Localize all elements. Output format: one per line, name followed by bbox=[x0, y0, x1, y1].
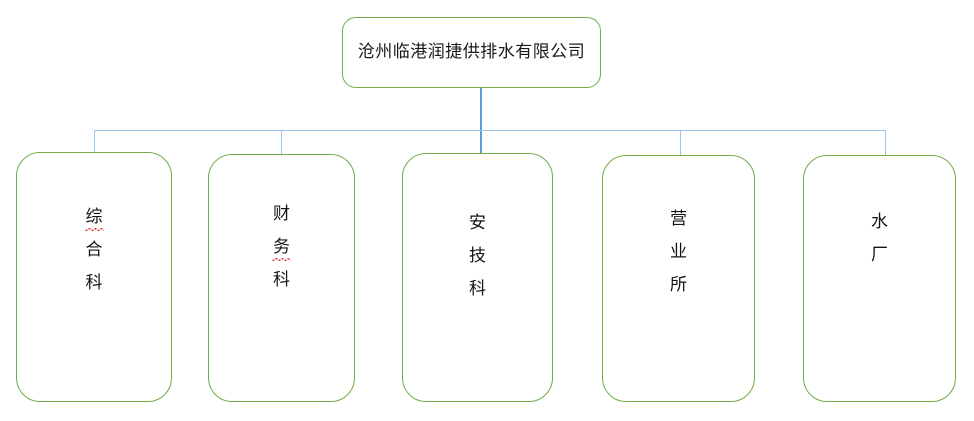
org-node-2-char-2: 务 bbox=[272, 237, 291, 261]
org-node-3-char-2: 技 bbox=[469, 246, 486, 266]
org-node-2[interactable]: 财务科 bbox=[208, 154, 355, 402]
org-node-2-char-1: 财 bbox=[273, 204, 290, 224]
connector-drop-4 bbox=[680, 130, 682, 155]
org-node-1-char-3: 科 bbox=[85, 273, 103, 293]
org-node-3[interactable]: 安技科 bbox=[402, 153, 553, 402]
org-node-4-label: 营业所 bbox=[603, 211, 754, 294]
org-node-3-label: 安技科 bbox=[403, 215, 552, 298]
org-node-3-char-3: 科 bbox=[469, 279, 486, 299]
org-node-4-char-1: 营 bbox=[670, 209, 687, 229]
org-node-5-label: 水厂 bbox=[804, 214, 955, 264]
org-node-4-char-3: 所 bbox=[670, 275, 687, 295]
org-node-4-char-2: 业 bbox=[670, 242, 687, 262]
org-node-2-label: 财务科 bbox=[209, 206, 354, 289]
connector-drop-1 bbox=[94, 130, 96, 152]
org-node-5[interactable]: 水厂 bbox=[803, 155, 956, 402]
connector-horizontal-bus bbox=[94, 130, 885, 132]
connector-root-stem bbox=[480, 88, 482, 155]
connector-drop-5 bbox=[885, 130, 887, 155]
org-node-1-label: 综合科 bbox=[17, 209, 171, 292]
connector-drop-2 bbox=[281, 130, 283, 154]
org-node-root[interactable]: 沧州临港润捷供排水有限公司 bbox=[342, 17, 601, 88]
org-node-5-char-2: 厂 bbox=[871, 245, 888, 265]
org-node-2-char-3: 科 bbox=[273, 270, 290, 290]
org-node-1[interactable]: 综合科 bbox=[16, 152, 172, 402]
org-node-5-char-1: 水 bbox=[871, 212, 888, 232]
org-node-1-char-2: 合 bbox=[85, 240, 103, 260]
org-node-4[interactable]: 营业所 bbox=[602, 155, 755, 402]
org-node-3-char-1: 安 bbox=[469, 213, 486, 233]
org-node-1-char-1: 综 bbox=[84, 207, 104, 231]
org-node-root-label: 沧州临港润捷供排水有限公司 bbox=[357, 42, 586, 62]
